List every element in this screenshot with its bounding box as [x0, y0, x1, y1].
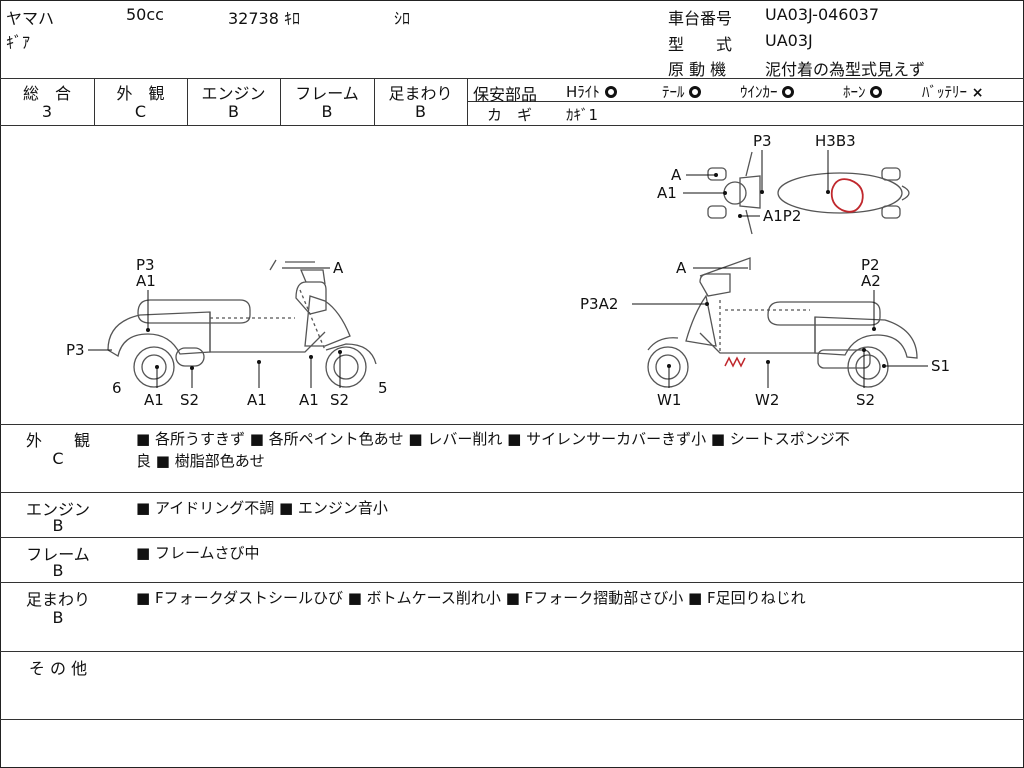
frame-no-label: 車台番号 [668, 9, 733, 28]
diagram-label: A1 [247, 391, 267, 409]
engine-label: 原 動 機 [668, 60, 727, 79]
remark-suspension-category: 足まわり [25, 590, 90, 609]
diagram-label: A2 [861, 272, 881, 290]
damage-diagram: P3 A1 A P3 6 A1 S2 A1 A1 S2 5 A P3A2 P2 … [66, 132, 950, 409]
key-label: カ ギ [487, 106, 533, 124]
diagram-label: 6 [112, 379, 122, 397]
diagram-label: A1P2 [763, 207, 801, 225]
ok-mark-icon [870, 86, 883, 98]
remark-engine-grade: B [52, 516, 64, 535]
model-name: ｷﾞｱ [6, 33, 31, 52]
engine-value: 泥付着の為型式見えず [765, 60, 926, 79]
key-value: ｶｷﾞ1 [566, 106, 599, 124]
diagram-label: S2 [856, 391, 875, 409]
diagram-label: P3A2 [580, 295, 618, 313]
ng-mark-icon: × [971, 85, 984, 101]
diagram-label: S2 [330, 391, 349, 409]
diagram-label: S1 [931, 357, 950, 375]
type-label: 型 式 [668, 35, 733, 54]
grade-exterior-label: 外 観 [116, 84, 165, 103]
diagram-label: A1 [657, 184, 677, 202]
grade-total-label: 総 合 [22, 84, 71, 103]
diagram-label: A [676, 259, 687, 277]
diagram-label: A1 [299, 391, 319, 409]
remark-frame-text: ■ フレームさび中 [136, 544, 260, 562]
grade-suspension-value: B [415, 102, 426, 121]
grade-exterior-value: C [134, 102, 147, 121]
diagram-label: A1 [144, 391, 164, 409]
safety-winker: ｳｲﾝｶｰ [740, 81, 795, 102]
remark-engine-category: エンジン [25, 500, 90, 519]
diagram-label: H3B3 [815, 132, 856, 150]
ok-mark-icon [604, 86, 617, 98]
remark-exterior-text-cont: 良 ■ 樹脂部色あせ [136, 452, 265, 470]
ok-mark-icon [782, 86, 795, 98]
diagram-label: W1 [657, 391, 681, 409]
safety-tail: ﾃｰﾙ [662, 81, 702, 102]
remark-engine-text: ■ アイドリング不調 ■ エンジン音小 [136, 499, 388, 517]
displacement: 50cc [126, 5, 164, 24]
maker: ヤマハ [6, 9, 55, 28]
frame-no: UA03J-046037 [765, 5, 880, 24]
remark-other-category: そ の 他 [28, 659, 88, 678]
remark-suspension-grade: B [52, 608, 64, 627]
grade-total-value: 3 [41, 102, 53, 121]
remark-frame-category: フレーム [26, 545, 90, 564]
remark-exterior-category: 外 観 [25, 431, 90, 450]
remark-frame-grade: B [52, 561, 64, 580]
mileage: 32738 ｷﾛ [228, 9, 301, 28]
grade-engine-label: エンジン [201, 84, 266, 103]
remark-exterior-text: ■ 各所うすきず ■ 各所ペイント色あせ ■ レバー削れ ■ サイレンサーカバー… [136, 430, 850, 448]
grade-suspension-label: 足まわり [388, 84, 453, 103]
diagram-label: P3 [66, 341, 85, 359]
diagram-label: 5 [378, 379, 388, 397]
remark-exterior-grade: C [52, 449, 64, 468]
type-value: UA03J [765, 31, 813, 50]
safety-battery: ﾊﾞｯﾃﾘｰ × [922, 83, 984, 101]
grade-frame-value: B [321, 102, 333, 121]
diagram-label: A [671, 166, 682, 184]
remark-suspension-text: ■ Fフォークダストシールひび ■ ボトムケース削れ小 ■ Fフォーク摺動部さび… [136, 589, 806, 607]
safety-headlight: Hﾗｲﾄ [566, 81, 617, 102]
diagram-label: P2 [861, 256, 880, 274]
diagram-label: S2 [180, 391, 199, 409]
diagram-label: P3 [753, 132, 772, 150]
diagram-label: A1 [136, 272, 156, 290]
safety-label: 保安部品 [473, 85, 538, 104]
grade-engine-value: B [228, 102, 239, 121]
diagram-label: W2 [755, 391, 779, 409]
color: ｼﾛ [394, 9, 411, 28]
diagram-label: A [333, 259, 344, 277]
diagram-label: P3 [136, 256, 155, 274]
grade-frame-label: フレーム [295, 84, 359, 103]
ok-mark-icon [689, 86, 702, 98]
safety-horn: ﾎｰﾝ [843, 81, 883, 102]
